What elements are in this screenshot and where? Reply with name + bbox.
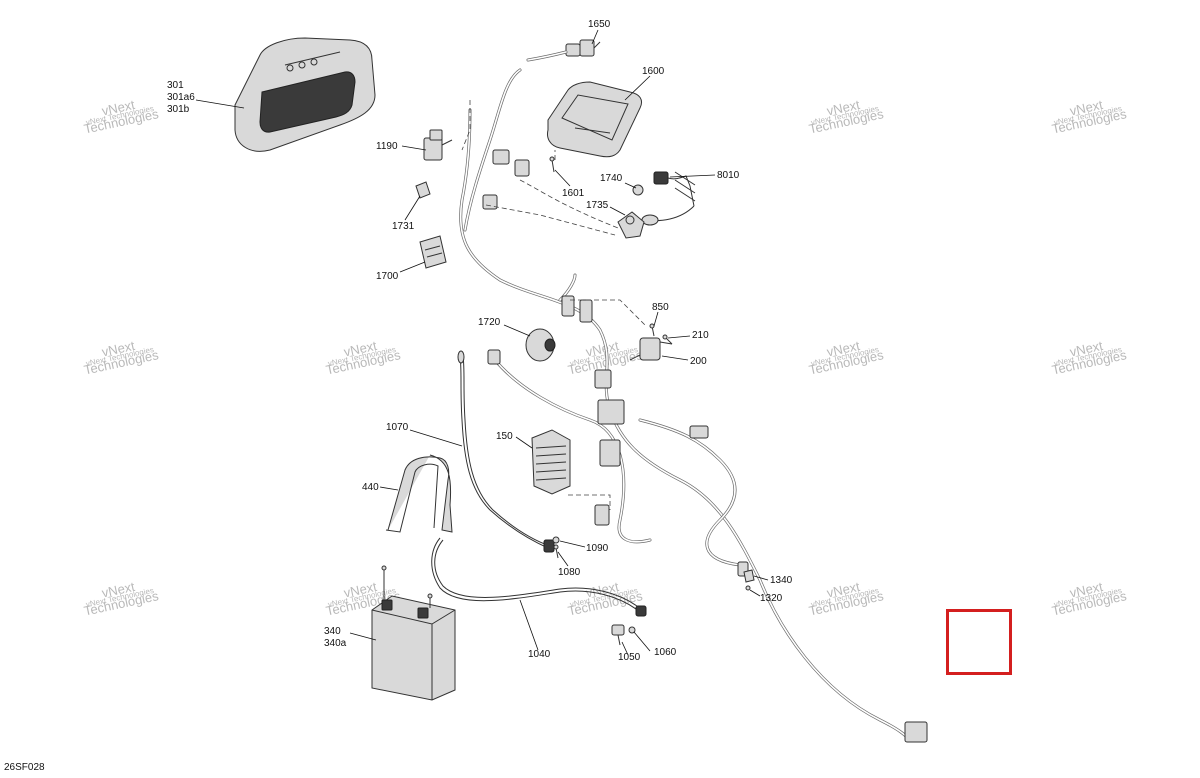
part-1340-clip[interactable] xyxy=(743,569,755,583)
callout-1090: 1090 xyxy=(586,543,609,554)
watermark-line: vNext xyxy=(1068,338,1104,360)
callout-1070: 1070 xyxy=(386,422,409,433)
callout-1040: 1040 xyxy=(528,649,551,660)
callout-1050: 1050 xyxy=(618,652,641,663)
callout-301-line: 301a6 xyxy=(167,92,195,103)
callout-340-line: 340 xyxy=(324,626,341,637)
callout-200: 200 xyxy=(690,356,707,367)
callout-150: 150 xyxy=(496,431,513,442)
callout-leader-lines xyxy=(195,29,769,656)
part-1601-screw[interactable] xyxy=(549,156,555,173)
part-1650-connector[interactable] xyxy=(526,39,601,62)
callout-1700: 1700 xyxy=(376,271,399,282)
watermark-line: vNext xyxy=(1068,97,1104,119)
selection-highlight-box[interactable] xyxy=(946,609,1012,675)
part-8010-tether-cord[interactable] xyxy=(641,171,696,226)
watermark-line: vNext xyxy=(342,579,378,601)
watermark-line: vNext xyxy=(100,579,136,601)
watermark-line: vNext xyxy=(825,579,861,601)
watermark-line: vNext xyxy=(1068,579,1104,601)
part-150-regulator[interactable] xyxy=(531,429,571,495)
part-210-screw[interactable] xyxy=(662,334,673,345)
callout-1080: 1080 xyxy=(558,567,581,578)
watermark-line: vNext xyxy=(584,338,620,360)
callout-301-line: 301 xyxy=(167,80,184,91)
callout-1060: 1060 xyxy=(654,647,677,658)
part-440-battery-strap[interactable] xyxy=(385,454,453,533)
callout-1340: 1340 xyxy=(770,575,793,586)
watermark-line: vNext xyxy=(100,97,136,119)
callout-850: 850 xyxy=(652,302,669,313)
part-1740-cap[interactable] xyxy=(632,184,644,196)
callout-1720: 1720 xyxy=(478,317,501,328)
part-301-audio-unit[interactable] xyxy=(234,37,376,152)
watermark-line: vNext xyxy=(342,338,378,360)
part-1040-cable[interactable] xyxy=(431,537,647,617)
callout-301-line: 301b xyxy=(167,104,190,115)
callout-1650: 1650 xyxy=(588,19,611,30)
watermark-line: vNext xyxy=(584,579,620,601)
callout-1740: 1740 xyxy=(600,173,623,184)
callout-440: 440 xyxy=(362,482,379,493)
callout-340-line: 340a xyxy=(324,638,347,649)
callout-1320: 1320 xyxy=(760,593,783,604)
part-1700-connector[interactable] xyxy=(419,235,447,269)
callout-1601: 1601 xyxy=(562,188,585,199)
part-200-relay[interactable] xyxy=(629,337,673,361)
part-1090-nut[interactable] xyxy=(552,536,560,544)
watermark-line: vNext xyxy=(100,338,136,360)
part-1190-connector[interactable] xyxy=(423,129,453,161)
part-1060-nut[interactable] xyxy=(628,626,636,634)
part-1735-key-switch[interactable] xyxy=(617,211,645,239)
part-1050-bolt[interactable] xyxy=(611,624,625,646)
callout-1600: 1600 xyxy=(642,66,665,77)
part-1080-bolt[interactable] xyxy=(553,544,559,559)
callout-1735: 1735 xyxy=(586,200,609,211)
part-1320-screw[interactable] xyxy=(745,585,751,591)
callout-1190: 1190 xyxy=(376,141,398,152)
part-340-battery[interactable] xyxy=(371,565,456,701)
watermark-line: vNext xyxy=(825,338,861,360)
part-1070-cable[interactable] xyxy=(457,350,555,553)
callout-210: 210 xyxy=(692,330,709,341)
watermark-line: vNext xyxy=(825,97,861,119)
part-1731-connector[interactable] xyxy=(415,181,431,199)
callout-8010: 8010 xyxy=(717,170,740,181)
part-850-screw[interactable] xyxy=(649,323,655,337)
part-1600-display-cluster[interactable] xyxy=(547,81,643,158)
callout-1731: 1731 xyxy=(392,221,415,232)
diagram-reference-code: 26SF028 xyxy=(4,762,45,773)
dashed-connection-lines xyxy=(461,100,646,510)
part-1720-cap[interactable] xyxy=(525,328,556,362)
main-wiring-harness xyxy=(459,68,928,743)
